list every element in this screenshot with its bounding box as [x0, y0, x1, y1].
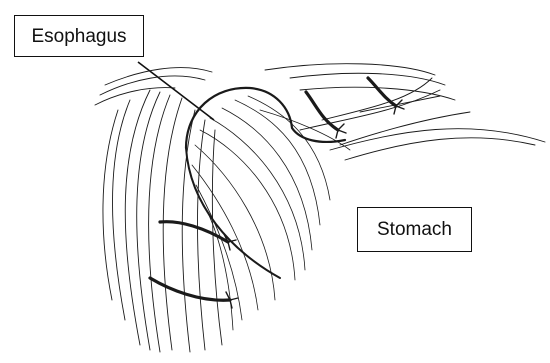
wrap-fibers — [192, 96, 350, 330]
suture-1 — [306, 92, 338, 130]
stomach-label-text: Stomach — [377, 220, 452, 239]
esophagus-label: Esophagus — [14, 15, 144, 57]
esophagus-fibers — [95, 68, 222, 352]
esophagus-label-text: Esophagus — [31, 27, 126, 46]
wrap-edge — [186, 148, 280, 278]
stomach-body-lines — [265, 64, 545, 160]
suture-4 — [150, 278, 230, 300]
suture-2 — [368, 78, 396, 106]
stomach-label: Stomach — [357, 207, 472, 252]
